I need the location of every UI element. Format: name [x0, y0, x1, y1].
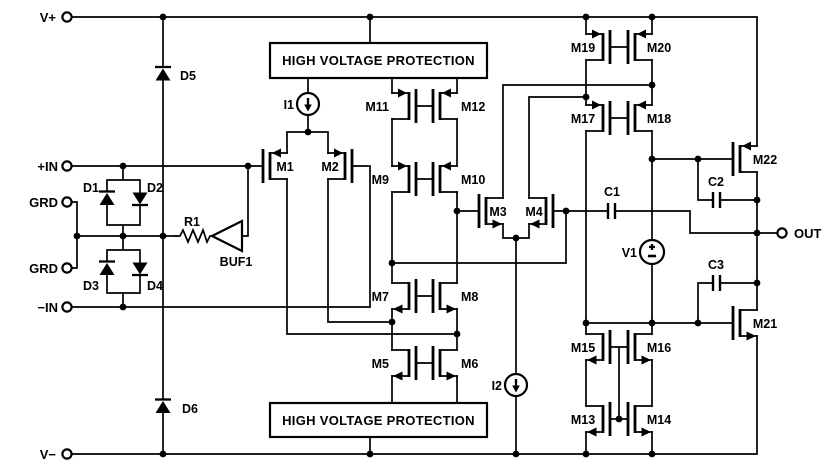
current-source-i2-symbol [503, 372, 529, 398]
diode-d6-symbol [153, 398, 173, 415]
terminal-grd-bottom [61, 262, 73, 274]
label-m22: M22 [753, 153, 777, 167]
label-m15: M15 [571, 341, 595, 355]
label-m17: M17 [571, 112, 595, 126]
label-d4: D4 [147, 279, 163, 293]
diode-d1-symbol [97, 190, 117, 207]
wires [71, 16, 778, 455]
terminal-label-vplus: V+ [40, 10, 57, 25]
terminal-label-in-minus: −IN [37, 300, 58, 315]
hvp-box-top [268, 41, 489, 80]
label-d6: D6 [182, 402, 198, 416]
diode-d3-symbol [97, 260, 117, 277]
label-m1: M1 [276, 160, 293, 174]
terminal-in-minus [61, 301, 73, 313]
label-m12: M12 [461, 100, 485, 114]
label-m10: M10 [461, 173, 485, 187]
junction-dots [73, 13, 761, 458]
voltage-source-v1-symbol [638, 238, 666, 266]
label-m8: M8 [461, 290, 478, 304]
label-v1: V1 [622, 246, 637, 260]
mosfet-m7-symbol [390, 277, 418, 315]
mosfet-m11-symbol [390, 87, 418, 125]
label-m2: M2 [321, 160, 338, 174]
label-buf1: BUF1 [220, 255, 253, 269]
capacitor-c1-symbol [606, 201, 617, 221]
label-m9: M9 [372, 173, 389, 187]
label-m20: M20 [647, 41, 671, 55]
mosfet-m9-symbol [390, 160, 418, 198]
label-d5: D5 [180, 69, 196, 83]
label-r1: R1 [184, 215, 200, 229]
label-m18: M18 [647, 112, 671, 126]
mosfet-m5-symbol [390, 344, 418, 382]
terminal-label-in-plus: +IN [37, 159, 58, 174]
capacitor-c2-symbol [711, 190, 722, 210]
label-c1: C1 [604, 185, 620, 199]
diode-d5-symbol [153, 65, 173, 82]
label-m19: M19 [571, 41, 595, 55]
mosfet-m6-symbol [431, 344, 459, 382]
mosfet-m10-symbol [431, 160, 459, 198]
label-m11: M11 [365, 100, 389, 114]
hvp-top-label: HIGH VOLTAGE PROTECTION [282, 53, 475, 68]
diode-d2-symbol [130, 191, 150, 207]
hvp-bottom-label: HIGH VOLTAGE PROTECTION [282, 413, 475, 428]
label-m7: M7 [372, 290, 389, 304]
diodes [97, 65, 173, 415]
hvp-box-bottom [268, 401, 489, 439]
label-d1: D1 [83, 181, 99, 195]
diode-d4-symbol [130, 261, 150, 277]
label-d3: D3 [83, 279, 99, 293]
current-source-i1-symbol [295, 91, 321, 117]
mosfet-m8-symbol [431, 277, 459, 315]
label-m3: M3 [489, 205, 506, 219]
terminal-vplus [61, 11, 73, 23]
label-c2: C2 [708, 175, 724, 189]
label-m14: M14 [647, 413, 671, 427]
labels: V+ +IN GRD GRD −IN V− OUT HIGH VOLTAGE P… [29, 10, 821, 462]
label-m13: M13 [571, 413, 595, 427]
label-i1: I1 [284, 98, 294, 112]
terminal-label-grd-bottom: GRD [29, 261, 58, 276]
label-d2: D2 [147, 181, 163, 195]
label-m16: M16 [647, 341, 671, 355]
terminal-vminus [61, 448, 73, 460]
terminal-grd-top [61, 196, 73, 208]
terminal-label-out: OUT [794, 226, 822, 241]
label-m4: M4 [525, 205, 542, 219]
terminal-out [776, 227, 788, 239]
capacitor-c3-symbol [711, 273, 722, 293]
label-m6: M6 [461, 357, 478, 371]
terminal-label-grd-top: GRD [29, 195, 58, 210]
terminal-label-vminus: V− [40, 447, 57, 462]
label-m21: M21 [753, 317, 777, 331]
label-m5: M5 [372, 357, 389, 371]
buffer-symbol [209, 219, 244, 253]
label-i2: I2 [492, 379, 502, 393]
terminal-in-plus [61, 160, 73, 172]
label-c3: C3 [708, 258, 724, 272]
mosfet-m12-symbol [431, 87, 459, 125]
